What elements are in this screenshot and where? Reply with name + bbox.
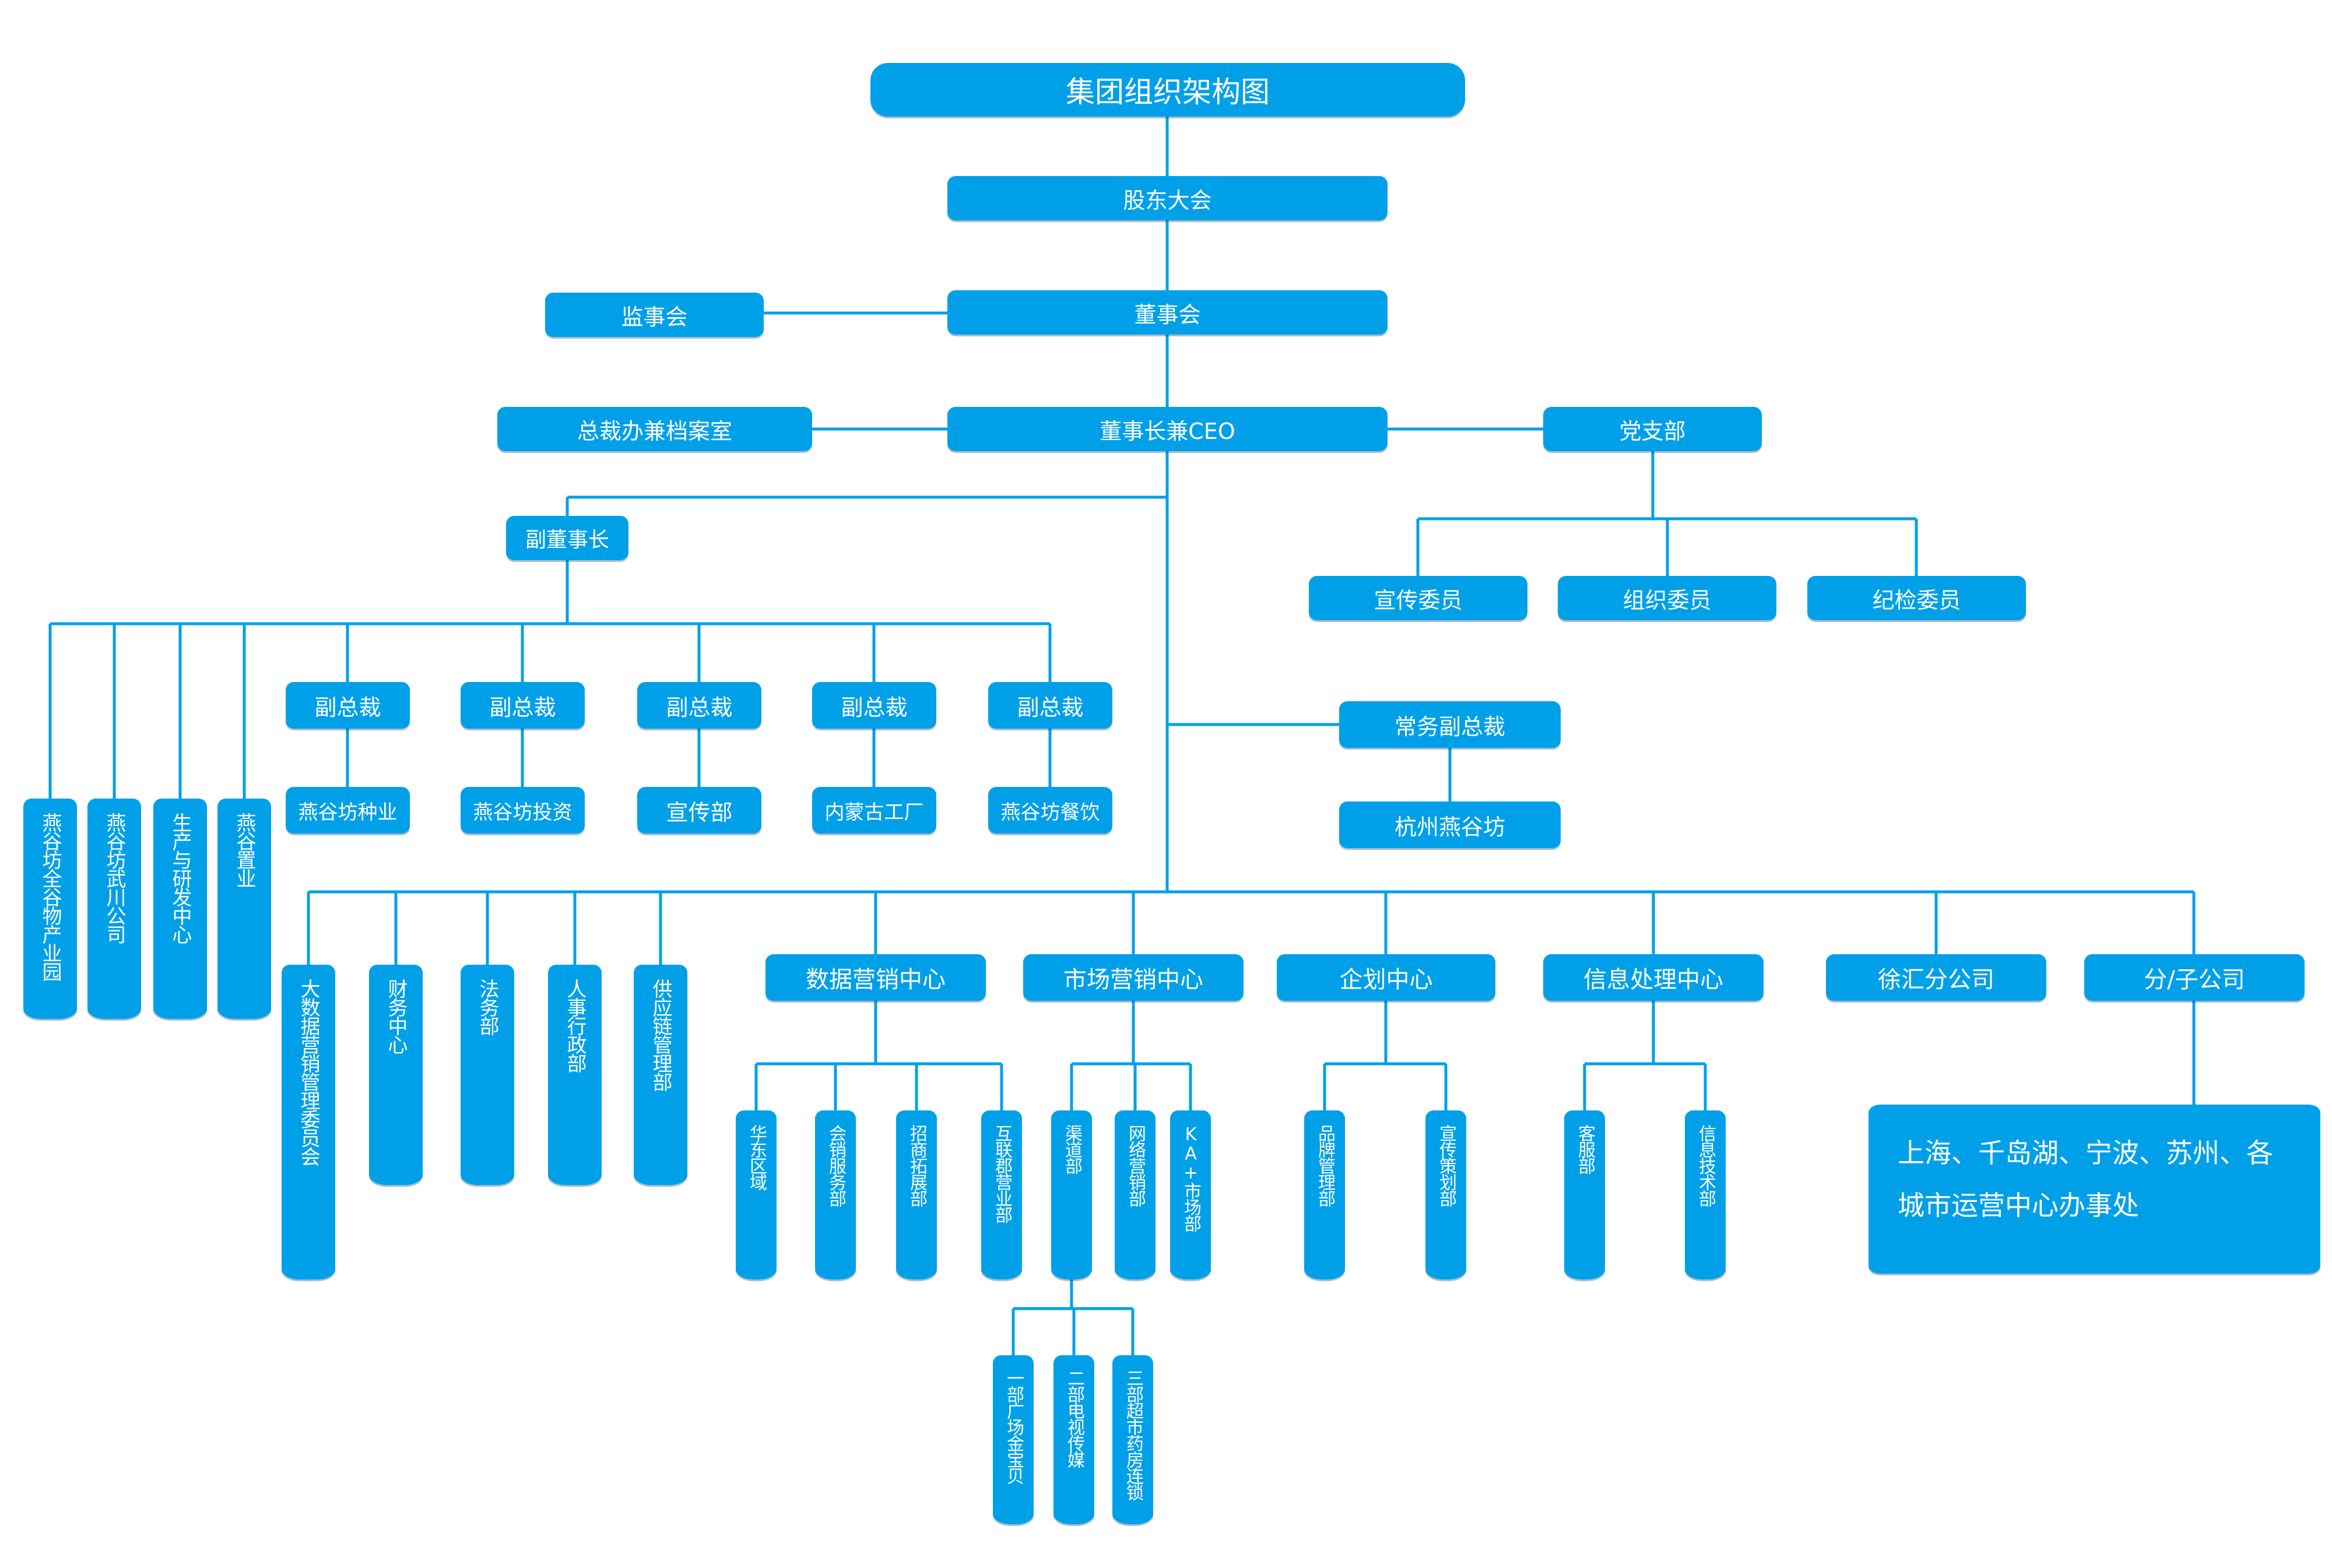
party-member-box: 组织委员 bbox=[1558, 576, 1776, 620]
vc-company-box: 生产与研发中心 bbox=[153, 799, 207, 1019]
vice-chairman-box: 副董事长 bbox=[506, 516, 628, 560]
sub-department-box: 招商拓展部 bbox=[896, 1110, 937, 1279]
department-box: 人事行政部 bbox=[548, 965, 602, 1185]
vp-unit-box: 燕谷坊餐饮 bbox=[988, 787, 1112, 834]
party-member-box: 纪检委员 bbox=[1807, 576, 2026, 620]
channel-unit-box: 一部广场金宝贝 bbox=[993, 1355, 1034, 1524]
vp-unit-box: 内蒙古工厂 bbox=[812, 787, 936, 834]
sub-department-box: 信息技术部 bbox=[1685, 1110, 1726, 1279]
department-box: 财务中心 bbox=[369, 965, 423, 1185]
vc-company-box: 燕谷置业 bbox=[217, 799, 271, 1019]
board-box: 董事会 bbox=[947, 290, 1388, 335]
sub-department-box: 会销服务部 bbox=[815, 1110, 856, 1279]
sub-department-box: 品牌管理部 bbox=[1304, 1110, 1345, 1279]
vice-president-box: 副总裁 bbox=[988, 682, 1112, 729]
branch-offices-box: 上海、千岛湖、宁波、苏州、各城市运营中心办事处 bbox=[1869, 1105, 2320, 1274]
party-branch-box: 党支部 bbox=[1543, 407, 1762, 451]
center-box: 信息处理中心 bbox=[1543, 954, 1764, 1001]
ceo-box: 董事长兼CEO bbox=[947, 407, 1388, 451]
department-box: 供应链管理部 bbox=[634, 965, 687, 1185]
party-member-box: 宣传委员 bbox=[1309, 576, 1527, 620]
channel-unit-box: 三部超市药房连锁 bbox=[1112, 1355, 1153, 1524]
vice-president-box: 副总裁 bbox=[461, 682, 585, 729]
president-office-box: 总裁办兼档案室 bbox=[497, 407, 812, 451]
sub-department-box: KA+市场部 bbox=[1170, 1110, 1211, 1279]
center-box: 徐汇分公司 bbox=[1826, 954, 2046, 1001]
sub-department-box: 客服部 bbox=[1564, 1110, 1605, 1279]
vp-unit-box: 燕谷坊种业 bbox=[286, 787, 410, 834]
sub-department-box: 渠道部 bbox=[1051, 1110, 1092, 1279]
department-box: 大数据营销管理委员会 bbox=[282, 965, 335, 1279]
department-box: 法务部 bbox=[461, 965, 514, 1185]
sub-department-box: 宣传策划部 bbox=[1425, 1110, 1466, 1279]
vp-unit-box: 宣传部 bbox=[637, 787, 761, 834]
supervisors-box: 监事会 bbox=[545, 293, 764, 337]
vp-unit-box: 燕谷坊投资 bbox=[461, 787, 585, 834]
sub-department-box: 华东区域 bbox=[736, 1110, 777, 1279]
chart-title: 集团组织架构图 bbox=[870, 63, 1465, 117]
channel-unit-box: 二部电视传媒 bbox=[1053, 1355, 1094, 1524]
vice-president-box: 副总裁 bbox=[637, 682, 761, 729]
vice-president-box: 副总裁 bbox=[812, 682, 936, 729]
sub-department-box: 网络营销部 bbox=[1115, 1110, 1156, 1279]
center-box: 市场营销中心 bbox=[1023, 954, 1244, 1001]
sub-department-box: 互联郡营业部 bbox=[981, 1110, 1022, 1279]
center-box: 数据营销中心 bbox=[765, 954, 986, 1001]
vc-company-box: 燕谷坊全谷物产业园 bbox=[23, 799, 77, 1019]
vc-company-box: 燕谷坊武川公司 bbox=[87, 799, 141, 1019]
center-box: 企划中心 bbox=[1277, 954, 1495, 1001]
vice-president-box: 副总裁 bbox=[286, 682, 410, 729]
shareholders-box: 股东大会 bbox=[947, 176, 1388, 220]
exec-vp-box: 常务副总裁 bbox=[1339, 701, 1561, 748]
exec-vp-unit-box: 杭州燕谷坊 bbox=[1339, 801, 1561, 848]
center-box: 分/子公司 bbox=[2084, 954, 2305, 1001]
